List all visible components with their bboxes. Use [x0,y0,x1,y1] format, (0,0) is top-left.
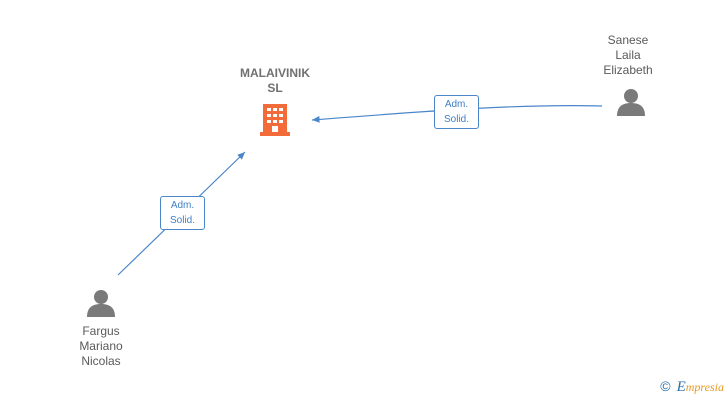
copyright-icon: © [660,378,671,394]
person-name-line: Mariano [79,339,123,353]
role-label-sanese: Adm. Solid. [434,95,479,129]
person-name-line: Elizabeth [603,63,653,77]
role-line: Adm. [170,200,195,211]
brand-rest: mpresia [685,380,724,394]
role-line: Solid. [169,215,195,226]
company-name-line1: MALAIVINIK [240,66,310,80]
company-name[interactable]: MALAIVINIK SL [225,66,325,96]
role-label-fargus: Adm. Solid. [160,196,205,230]
person-icon[interactable] [617,89,645,116]
person-name-line: Sanese [607,33,649,47]
person-icon[interactable] [87,290,115,317]
person-name-line: Nicolas [81,354,121,368]
brand-initial: E [676,379,686,395]
building-icon[interactable] [260,104,290,136]
company-name-line2: SL [267,81,283,95]
role-line: Solid. [443,114,469,125]
person-name-sanese[interactable]: Sanese Laila Elizabeth [588,33,668,78]
empresia-logo: © Empresia [660,378,724,396]
person-name-line: Laila [615,48,641,62]
person-name-fargus[interactable]: Fargus Mariano Nicolas [61,324,141,369]
person-name-line: Fargus [82,324,120,338]
role-line: Adm. [444,99,469,110]
